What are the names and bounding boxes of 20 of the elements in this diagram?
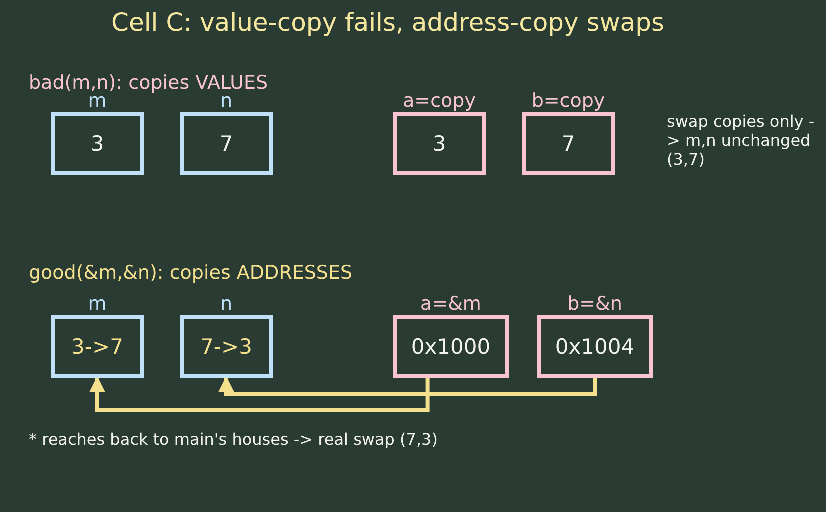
variable-name: a=&m <box>420 293 482 315</box>
value-text: 3->7 <box>72 334 124 358</box>
note-text: swap copies only -> m,n unchanged (3,7) <box>667 112 816 170</box>
value-text: 7 <box>220 132 234 156</box>
value-text: 0x1004 <box>555 334 635 358</box>
variable-name: n <box>220 293 233 315</box>
footnote-text: * reaches back to main's houses -> real swap (7,3) <box>29 430 438 450</box>
value-text: 0x1000 <box>411 334 491 358</box>
value-text: 3 <box>90 132 104 156</box>
value-text: 7 <box>562 132 576 156</box>
diagram-title: Cell C: value-copy fails, address-copy swaps <box>110 8 666 37</box>
variable-name: m <box>88 293 107 315</box>
value-text: 3 <box>432 132 446 156</box>
variable-name: b=&n <box>568 293 622 315</box>
variable-name: a=copy <box>403 90 476 112</box>
arrow <box>90 376 430 412</box>
variable-name: b=copy <box>532 90 606 112</box>
value-text: 7->3 <box>200 334 252 358</box>
arrow <box>218 376 597 396</box>
section-heading: good(&m,&n): copies ADDRESSES <box>29 262 353 285</box>
